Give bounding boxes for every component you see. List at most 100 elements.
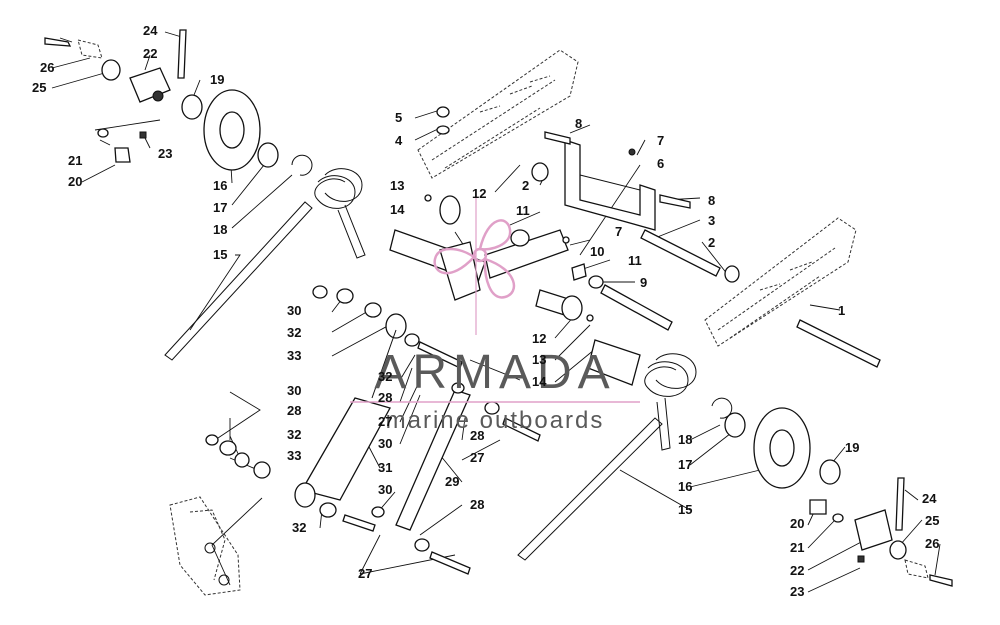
callout-c11a: 11	[516, 203, 530, 218]
setscrew-23-lower	[857, 555, 865, 563]
callout-c7a: 7	[657, 133, 664, 148]
suspension-bracket	[169, 496, 241, 596]
callout-c27b: 27	[470, 450, 484, 465]
snap-ring-18-lower	[711, 397, 733, 419]
callout-c20b: 20	[790, 516, 804, 531]
callout-c26a: 26	[40, 60, 54, 75]
washer-19-lower	[819, 459, 841, 485]
callout-c27c: 27	[358, 566, 372, 581]
watermark-tagline: marine outboards	[386, 407, 605, 434]
callout-c24b: 24	[922, 491, 937, 506]
nut-5	[436, 106, 450, 118]
callout-c14a: 14	[390, 202, 405, 217]
lower-frame-rail	[704, 217, 857, 347]
bushing-12-upper	[439, 195, 461, 225]
upper-idler-wheel-assembly	[44, 29, 313, 176]
callout-c6: 6	[657, 156, 664, 171]
callout-c32b: 32	[378, 369, 392, 384]
upper-torsion-spring-15	[164, 168, 366, 361]
callout-c23a: 23	[158, 146, 172, 161]
watermark-logo	[433, 197, 516, 335]
callout-c21b: 21	[790, 540, 804, 555]
callout-c7b: 7	[615, 224, 622, 239]
callout-c32a: 32	[287, 325, 301, 340]
callout-c22b: 22	[790, 563, 804, 578]
arm-10	[484, 229, 569, 279]
snap-ring-18-upper	[291, 154, 313, 176]
callout-c29: 29	[445, 474, 459, 489]
callout-c31: 31	[378, 460, 392, 475]
callout-c5: 5	[395, 110, 402, 125]
lower-idler-wheel-assembly	[711, 397, 953, 587]
callout-c10: 10	[590, 244, 604, 259]
axle-clamp-22-lower	[854, 509, 893, 551]
washer-4	[436, 125, 450, 135]
bearing-17-lower	[724, 412, 746, 438]
cross-shaft-assembly	[389, 194, 673, 331]
callout-c26b: 26	[925, 536, 939, 551]
spacer-20-upper	[114, 147, 131, 163]
callout-c13b: 13	[532, 352, 546, 367]
shaft-3	[640, 229, 721, 277]
long-bolt-1	[796, 319, 881, 368]
bolt-24-lower	[895, 477, 905, 531]
callout-c19b: 19	[845, 440, 859, 455]
washer-21-upper	[97, 128, 109, 138]
bushing-12-lower	[561, 295, 583, 321]
bolt-26-lower	[929, 574, 953, 587]
callout-c28d: 28	[470, 428, 484, 443]
watermark-brand: ARMADA	[374, 346, 615, 399]
callout-c20a: 20	[68, 174, 82, 189]
callout-c33b: 33	[287, 448, 301, 463]
callout-c19a: 19	[210, 72, 224, 87]
spacer-2-upper	[531, 162, 549, 182]
callout-c1: 1	[838, 303, 845, 318]
callout-c12b: 12	[532, 331, 546, 346]
callout-c28a: 28	[378, 390, 392, 405]
bolt-8-upper	[544, 131, 571, 145]
pivot-arm	[439, 241, 481, 301]
callout-c21a: 21	[68, 153, 82, 168]
callout-c9: 9	[640, 275, 647, 290]
spacer-2-lower	[724, 265, 740, 283]
callout-c8a: 8	[575, 116, 582, 131]
setscrew-23-upper	[139, 131, 147, 139]
callout-c30c: 30	[287, 383, 301, 398]
callout-c2b: 2	[708, 235, 715, 250]
bushing-11-lower	[588, 275, 604, 289]
callout-c32c: 32	[287, 427, 301, 442]
callout-c24a: 24	[143, 23, 158, 38]
spacer-20-lower	[809, 499, 827, 515]
callout-c18b: 18	[678, 432, 692, 447]
lower-torsion-spring-15	[517, 339, 697, 561]
bushing-25-lower	[889, 540, 907, 560]
callout-c11b: 11	[628, 253, 642, 268]
callout-c33a: 33	[287, 348, 301, 363]
callout-c12a: 12	[472, 186, 486, 201]
callout-c13a: 13	[390, 178, 404, 193]
shock-and-link-assembly	[205, 285, 541, 575]
washer-21-lower	[832, 513, 844, 523]
bolt-8-lower	[659, 194, 691, 209]
callout-c3: 3	[708, 213, 715, 228]
callout-c2a: 2	[522, 178, 529, 193]
callout-c28c: 28	[287, 403, 301, 418]
bearing-17-upper	[257, 142, 279, 168]
axle-clamp-22-upper	[129, 67, 171, 103]
callout-c32d: 32	[292, 520, 306, 535]
cross-brace-6	[436, 106, 881, 368]
callout-c18a: 18	[213, 222, 227, 237]
washer-19-upper	[181, 94, 203, 120]
bushing-25-upper	[101, 59, 121, 81]
bolt-26-upper	[44, 37, 72, 47]
callout-c25b: 25	[925, 513, 939, 528]
callout-c27a: 27	[378, 414, 392, 429]
callout-c30a: 30	[287, 303, 301, 318]
callout-c28b: 28	[470, 497, 484, 512]
callout-c16a: 16	[213, 178, 227, 193]
callout-c25a: 25	[32, 80, 46, 95]
callout-c15a: 15	[213, 247, 227, 262]
watermark: ARMADA marine outboards	[350, 197, 640, 434]
callout-c23b: 23	[790, 584, 804, 599]
